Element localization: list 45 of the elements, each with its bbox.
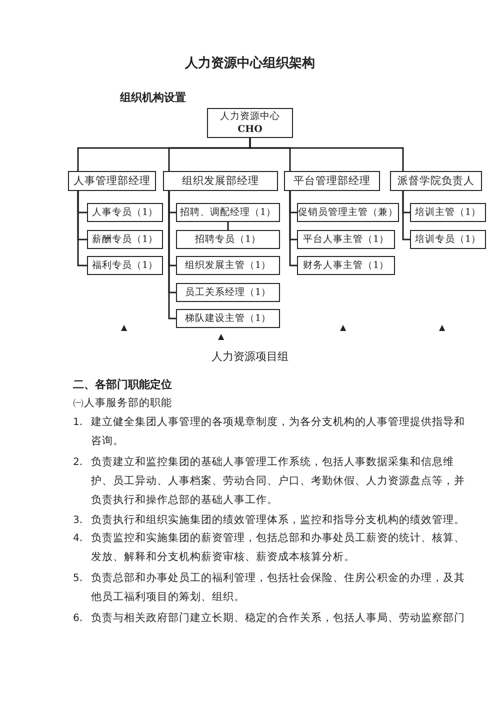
position-box: 梯队建设主管（1） bbox=[176, 309, 280, 328]
position-box: 招聘专员（1） bbox=[176, 230, 280, 249]
caption-text: 人力资源项目组 bbox=[210, 349, 290, 365]
section-heading: 组织机构设置 bbox=[120, 90, 186, 106]
position-box: 促销员管理主管（兼） bbox=[297, 203, 399, 222]
position-box: 组织发展主管（1） bbox=[176, 256, 280, 275]
position-box: 平台管理部经理 bbox=[284, 171, 380, 191]
position-box: 人事管理部经理 bbox=[68, 171, 156, 191]
position-box: 人事专员（1） bbox=[87, 203, 163, 222]
connector-line bbox=[77, 191, 87, 266]
list-item-text: 负责与相关政府部门建立长期、稳定的合作关系，包括人事局、劳动监察部门 bbox=[91, 611, 466, 626]
list-item-text: 负责监控和实施集团的薪资管理，包括总部和办事处员工薪资的统计、核算、发放、解释和分支机构薪资审核、薪资成本核算分析。 bbox=[91, 531, 466, 565]
position-box: 财务人事主管（1） bbox=[297, 256, 395, 275]
position-box: 员工关系经理（1） bbox=[176, 283, 280, 302]
connector-line bbox=[402, 191, 410, 240]
position-box: 福利专员（1） bbox=[87, 256, 163, 275]
subsection-heading: ㈠人事服务部的职能 bbox=[73, 396, 172, 411]
position-box: 培训专员（1） bbox=[410, 230, 486, 249]
triangle-mark: ▲ bbox=[121, 322, 128, 334]
triangle-mark: ▲ bbox=[439, 322, 446, 334]
list-number: 5. bbox=[73, 572, 83, 586]
list-item-text: 建立健全集团人事管理的各项规章制度，为各分支机构的人事管理提供指导和咨询。 bbox=[91, 415, 466, 449]
position-box: 招聘、调配经理（1） bbox=[176, 203, 280, 222]
list-item-text: 负责总部和办事处员工的福利管理，包括社会保险、住房公积金的办理，及其他员工福利项目的筹划、组织。 bbox=[91, 571, 466, 605]
connector-line bbox=[249, 138, 404, 171]
position-box: 培训主管（1） bbox=[410, 203, 486, 222]
list-number: 3. bbox=[73, 514, 83, 528]
position-box: 薪酬专员（1） bbox=[87, 230, 163, 249]
list-number: 1. bbox=[73, 416, 83, 430]
org-box: 人力资源中心 CHO bbox=[207, 108, 293, 138]
position-box: 组织发展部经理 bbox=[163, 171, 278, 191]
position-box: 派督学院负责人 bbox=[390, 171, 482, 191]
triangle-mark: ▲ bbox=[340, 322, 346, 334]
list-number: 6. bbox=[73, 612, 83, 626]
section-heading: 二、各部门职能定位 bbox=[73, 377, 172, 393]
list-item-text: 负责建立和监控集团的基础人事管理工作系统，包括人事数据采集和信息维护、员工异动、人事档案、劳动合同、户口、考勤休假、人力资源盘点等，并负责执行和操作总部的基础人事工作。 bbox=[91, 455, 466, 508]
connector-line bbox=[168, 191, 176, 320]
title-text: 人力资源中心组织架构 bbox=[184, 54, 316, 72]
triangle-mark: ▲ bbox=[218, 331, 224, 343]
list-number: 2. bbox=[73, 456, 83, 470]
connector-line bbox=[289, 191, 297, 266]
list-item-text: 负责执行和组织实施集团的绩效管理体系，监控和指导分支机构的绩效管理。 bbox=[91, 513, 466, 528]
connector-line bbox=[227, 222, 229, 230]
list-number: 4. bbox=[73, 532, 83, 546]
position-box: 平台人事主管（1） bbox=[297, 230, 395, 249]
